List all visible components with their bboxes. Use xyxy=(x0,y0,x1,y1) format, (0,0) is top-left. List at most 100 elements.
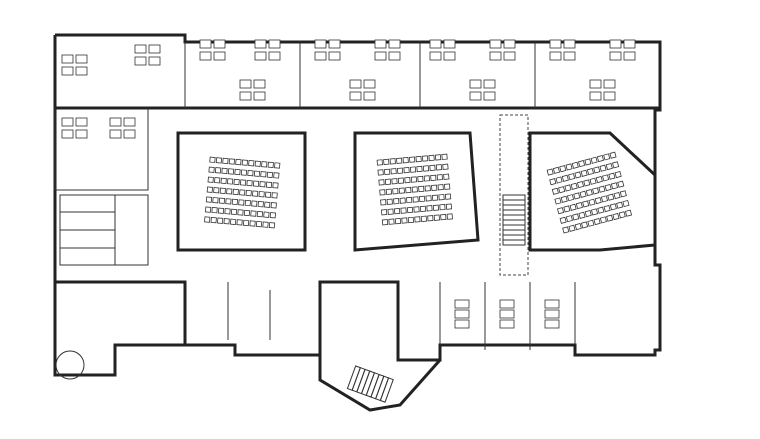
desk xyxy=(549,51,562,61)
lecture-hall-3-seats xyxy=(546,151,633,234)
seat xyxy=(436,174,443,181)
seat xyxy=(413,206,420,213)
lecture-hall-1-seats xyxy=(204,156,281,229)
seat xyxy=(221,167,228,175)
seat xyxy=(604,183,612,192)
seat xyxy=(442,163,449,170)
seat xyxy=(380,199,387,206)
lecture-hall-3 xyxy=(528,131,657,252)
desk xyxy=(603,91,616,101)
seat xyxy=(584,210,592,218)
desk xyxy=(314,51,327,61)
seat xyxy=(206,186,213,193)
desk xyxy=(213,39,226,49)
desk xyxy=(239,91,252,101)
seat xyxy=(570,182,578,190)
stair-step xyxy=(379,377,394,403)
seat xyxy=(552,166,561,174)
seat xyxy=(379,189,386,196)
seat xyxy=(264,201,271,208)
stair-step xyxy=(502,219,526,226)
desk xyxy=(123,129,136,139)
seat xyxy=(389,158,396,165)
seat xyxy=(377,169,384,176)
seat xyxy=(252,180,260,187)
seat xyxy=(418,185,425,193)
seat xyxy=(249,220,256,227)
seat xyxy=(256,210,264,218)
office-row-bottom xyxy=(227,282,576,350)
desk xyxy=(544,319,560,329)
seat xyxy=(412,196,419,203)
seat xyxy=(576,181,585,189)
seat xyxy=(427,215,434,222)
seat xyxy=(205,196,213,203)
seat xyxy=(234,168,241,176)
lecture-hall-2 xyxy=(353,131,480,252)
seat xyxy=(566,194,575,202)
seating xyxy=(204,151,633,234)
desk xyxy=(549,39,562,49)
seat xyxy=(232,188,239,196)
seat xyxy=(258,191,265,198)
seat xyxy=(211,207,218,214)
seat xyxy=(613,191,621,200)
seat xyxy=(397,177,405,184)
seat xyxy=(622,199,630,208)
seat xyxy=(252,190,259,197)
seat xyxy=(207,176,214,183)
seat xyxy=(429,164,436,172)
stair-step xyxy=(502,204,526,211)
seat xyxy=(580,169,588,177)
seat xyxy=(417,175,424,183)
seat xyxy=(222,157,229,165)
desk xyxy=(349,91,362,101)
seat xyxy=(399,197,406,204)
seat xyxy=(432,204,440,211)
desk xyxy=(199,51,212,61)
seat xyxy=(624,209,633,217)
desk xyxy=(349,79,362,89)
seat xyxy=(407,216,415,224)
seat xyxy=(612,161,620,169)
seat xyxy=(555,176,563,184)
stair-step xyxy=(502,199,526,206)
seat xyxy=(209,156,216,163)
seat xyxy=(441,153,448,160)
seat xyxy=(243,209,251,217)
seat xyxy=(556,207,565,215)
desk xyxy=(603,79,616,89)
stair-step xyxy=(502,234,526,241)
desk xyxy=(454,299,470,309)
desk xyxy=(75,54,88,64)
seat xyxy=(246,179,253,187)
seat xyxy=(603,204,611,213)
seat xyxy=(398,187,405,194)
desk xyxy=(199,39,212,49)
seat xyxy=(585,189,593,197)
seat xyxy=(237,209,244,216)
seat xyxy=(612,212,620,221)
seat xyxy=(549,178,557,186)
desk xyxy=(109,117,122,127)
desk xyxy=(499,309,515,319)
seat xyxy=(226,188,233,195)
exterior-walls xyxy=(53,33,662,412)
seat xyxy=(600,195,609,203)
seat xyxy=(401,217,408,224)
desk xyxy=(429,39,442,49)
desk xyxy=(75,129,88,139)
seat xyxy=(551,187,559,195)
seat xyxy=(404,176,411,184)
desk xyxy=(148,56,161,66)
seat xyxy=(414,216,421,223)
desk xyxy=(489,39,502,49)
seat xyxy=(431,184,438,191)
seat xyxy=(226,178,234,185)
seat xyxy=(431,194,439,201)
desk xyxy=(134,44,147,54)
desk xyxy=(314,39,327,49)
seat xyxy=(423,175,431,182)
seat xyxy=(240,169,248,176)
seat xyxy=(415,155,422,163)
